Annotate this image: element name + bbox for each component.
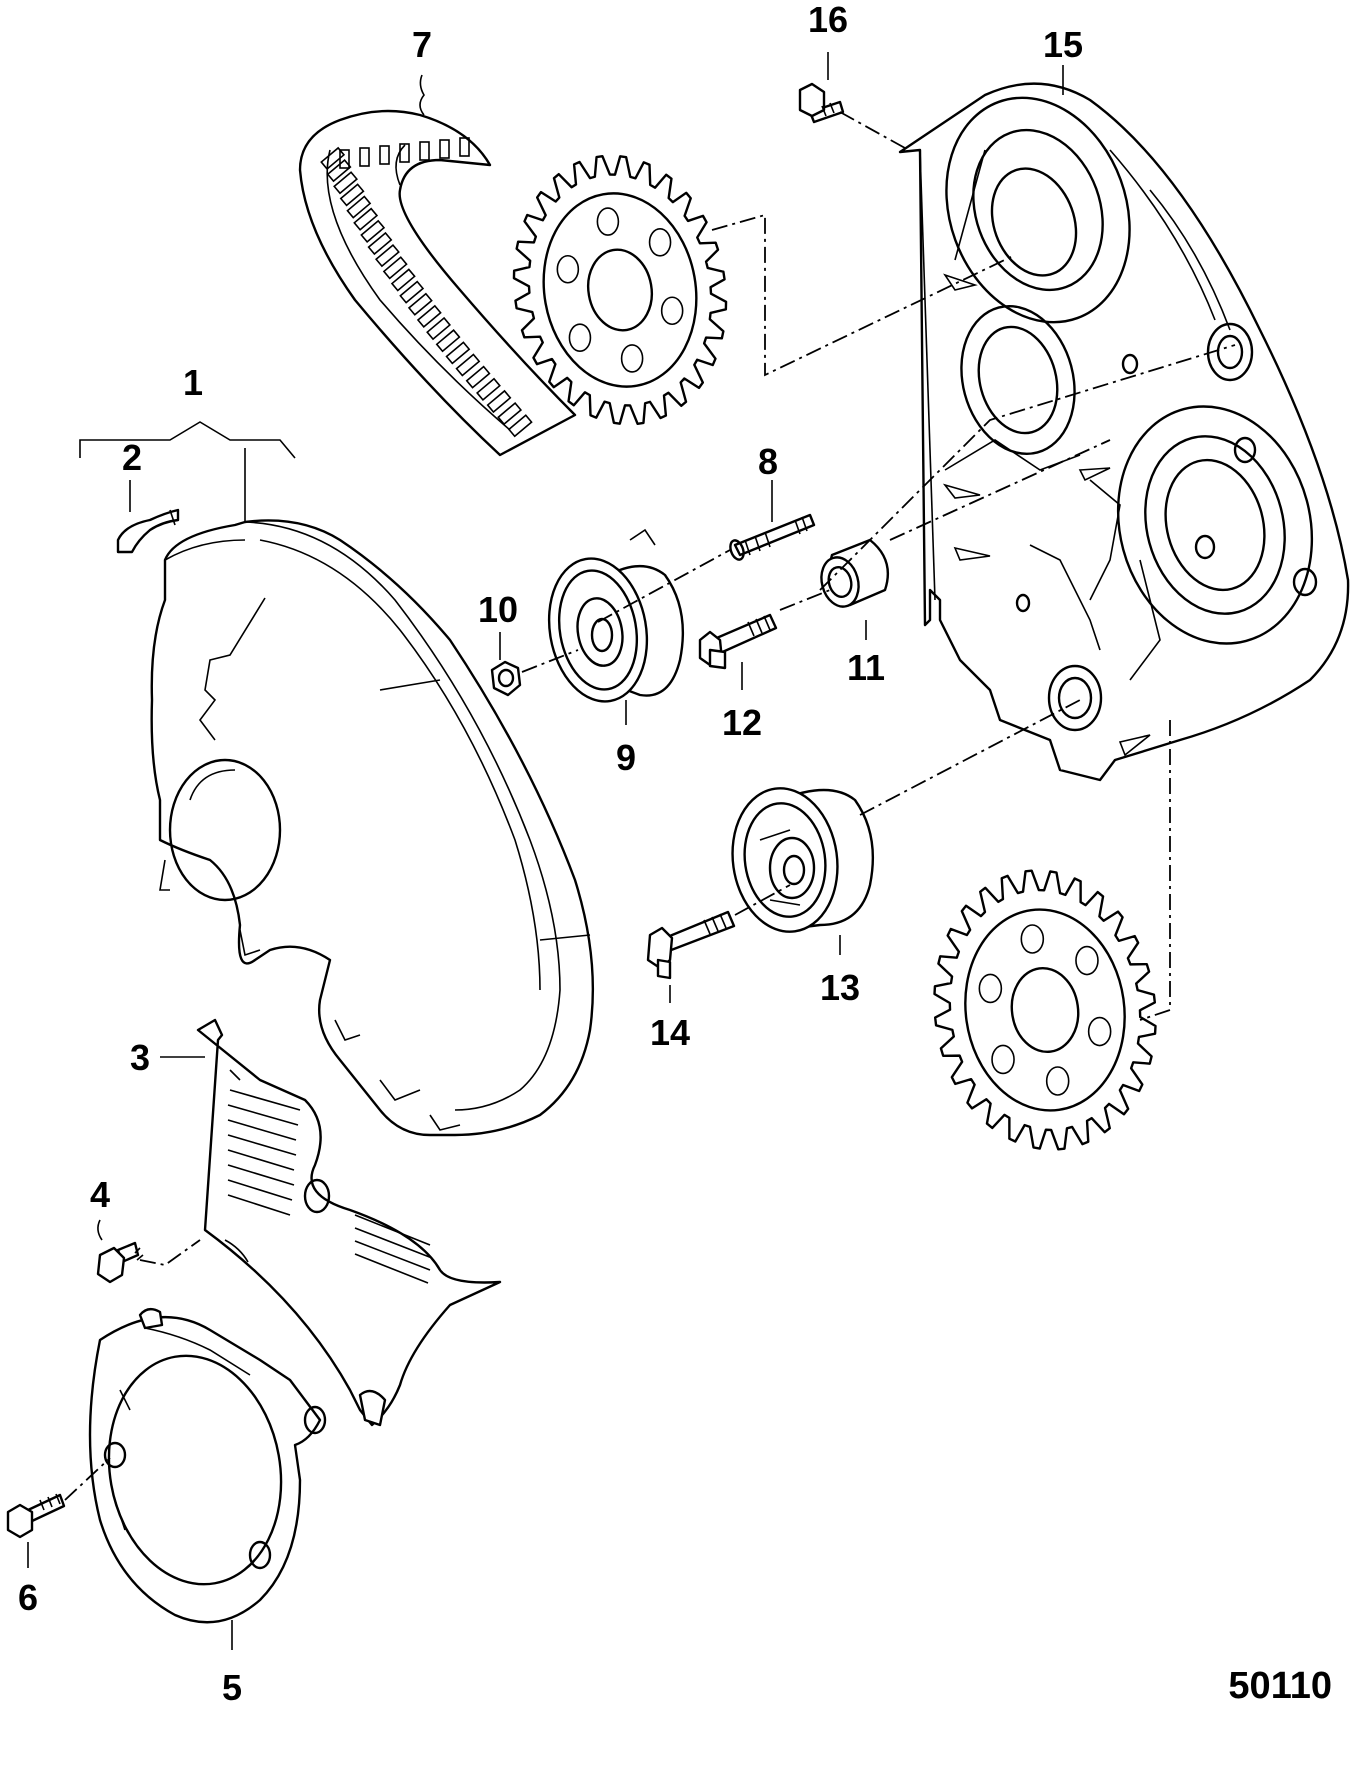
part-nut-10: [490, 660, 522, 697]
belt-tooth: [375, 244, 400, 268]
part-bolt-4: [96, 1241, 144, 1284]
sprocket-lightening-hole: [660, 296, 684, 326]
assembly-centerlines: [64, 111, 1236, 1501]
belt-tooth: [399, 143, 410, 163]
belt-tooth: [476, 377, 501, 401]
sprocket-rim: [542, 192, 698, 388]
part-front-timing-cover: [150, 519, 595, 1137]
part-idler-pulley: [731, 787, 875, 933]
sprocket-teeth: [933, 869, 1157, 1151]
callout-4: 4: [90, 1174, 110, 1215]
belt-tooth: [367, 231, 393, 256]
part-bolt-14: [646, 910, 736, 980]
belt-tooth: [435, 329, 461, 353]
figure-number: 50110: [1228, 1665, 1332, 1707]
belt-tooth: [459, 137, 470, 157]
belt-tooth: [339, 183, 365, 207]
sprocket-lightening-hole: [648, 227, 672, 257]
callout-10: 10: [478, 589, 518, 630]
part-retainer-clip: [116, 508, 180, 554]
callout-7: 7: [412, 24, 432, 65]
belt-tooth: [486, 389, 512, 414]
sprocket-lightening-hole: [556, 254, 580, 284]
belt-tooth: [339, 149, 350, 169]
belt-tooth: [359, 147, 370, 167]
belt-tooth: [439, 139, 450, 159]
callout-12: 12: [722, 702, 762, 743]
sprocket-lightening-hole: [991, 1044, 1015, 1075]
sprocket-hub: [586, 248, 654, 332]
sprocket-lightening-hole: [568, 323, 592, 353]
part-bolt-16: [798, 82, 845, 124]
belt-tooth: [326, 158, 352, 183]
belt-tooth: [346, 195, 372, 219]
belt-tooth: [320, 146, 346, 171]
part-timing-belt: [298, 109, 577, 457]
belt-tooth: [455, 353, 481, 377]
belt-tooth: [333, 171, 358, 195]
callout-15: 15: [1043, 24, 1083, 65]
callout-leaders: [27, 52, 1064, 1650]
part-tensioner-pulley: [547, 528, 685, 703]
belt-tooth: [360, 219, 386, 243]
sprocket-teeth: [512, 155, 728, 425]
part-bolt-12: [698, 613, 778, 670]
belt-tooth: [507, 414, 533, 438]
callout-11: 11: [847, 647, 885, 688]
belt-tooth: [445, 341, 471, 365]
sprocket-lightening-hole: [978, 973, 1003, 1004]
sprocket-lightening-hole: [620, 344, 644, 373]
sprocket-lightening-hole: [1087, 1016, 1112, 1047]
part-backing-plate: [88, 1307, 327, 1624]
part-crankshaft-sprocket-lower: [933, 869, 1157, 1151]
part-spacer-sleeve: [820, 538, 890, 608]
part-camshaft-sprocket-upper: [512, 155, 728, 425]
belt-tooth: [407, 292, 433, 316]
belt-tooth: [497, 401, 523, 426]
callout-8: 8: [758, 441, 778, 482]
part-lower-cover-plate: [196, 1018, 502, 1427]
belt-tooth: [382, 256, 408, 280]
belt-tooth: [399, 280, 425, 304]
callout-2: 2: [122, 437, 142, 478]
sprocket-rim: [964, 908, 1126, 1112]
sprocket-lightening-hole: [1045, 1066, 1070, 1096]
part-rear-cover-plate: [898, 82, 1350, 782]
belt-tooth: [353, 207, 379, 231]
callout-6: 6: [18, 1577, 38, 1618]
belt-tooth: [379, 145, 390, 165]
belt-tooth: [416, 304, 442, 329]
callout-5: 5: [222, 1667, 242, 1708]
callout-9: 9: [616, 737, 636, 778]
sprocket-lightening-hole: [1075, 945, 1099, 976]
part-screw-6: [6, 1493, 66, 1539]
belt-tooth: [419, 141, 430, 161]
belt-tooth: [426, 316, 451, 341]
callout-13: 13: [820, 967, 860, 1008]
callout-3: 3: [130, 1037, 150, 1078]
sprocket-hub: [1010, 966, 1080, 1054]
callout-labels: 1 2 3 4 5 6 7 8 9 10 11 12 13 14 15 16 5…: [18, 0, 1332, 1708]
belt-tooth: [465, 365, 491, 389]
part-stud: [729, 513, 816, 561]
sprocket-lightening-hole: [1020, 924, 1045, 954]
callout-1: 1: [183, 362, 203, 403]
belt-tooth: [390, 268, 416, 292]
callout-16: 16: [808, 0, 848, 40]
sprocket-lightening-hole: [596, 207, 620, 236]
callout-14: 14: [650, 1012, 690, 1053]
